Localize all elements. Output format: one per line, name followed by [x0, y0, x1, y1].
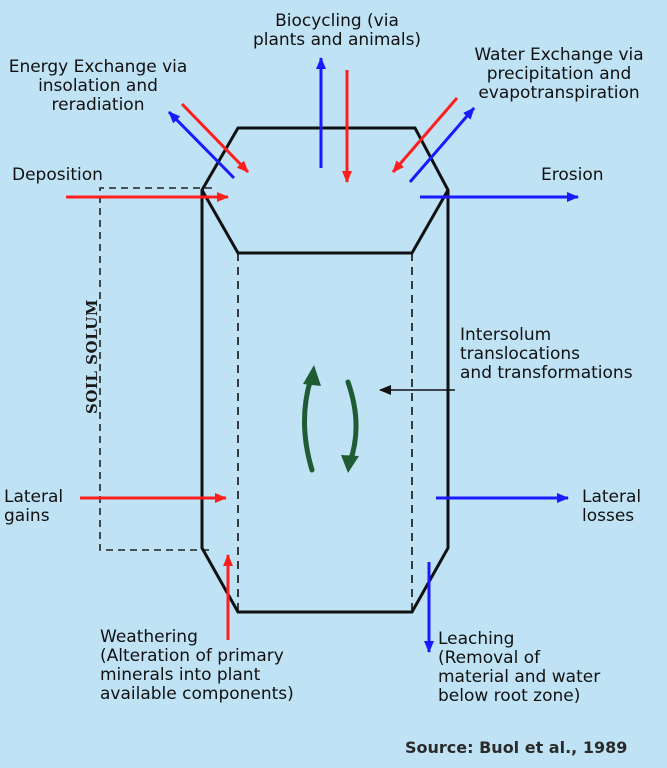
- biocycling-label: Biocycling (via plants and animals): [252, 11, 422, 50]
- pedon-top-face: [200, 189, 450, 255]
- energy-in-arrow: [180, 102, 250, 174]
- pedon-outline: [200, 126, 450, 614]
- energy-out-arrow: [167, 110, 236, 180]
- water-exchange-label: Water Exchange via precipitation and eva…: [474, 45, 644, 103]
- weathering-label: Weathering (Alteration of primary minera…: [100, 627, 294, 704]
- deposition-label: Deposition: [12, 165, 103, 185]
- energy-exchange-label: Energy Exchange via insolation and rerad…: [8, 57, 188, 115]
- lateral-losses-label: Lateral losses: [582, 487, 642, 526]
- source-citation: Source: Buol et al., 1989: [405, 738, 628, 757]
- water-out-arrow: [408, 107, 476, 183]
- lateral-gains-label: Lateral gains: [4, 487, 64, 526]
- intersolum-cycle-icon: [302, 365, 359, 473]
- soil-solum-bracket: [99, 187, 212, 551]
- intersolum-label: Intersolum translocations and transforma…: [460, 325, 633, 383]
- water-in-arrow: [391, 97, 459, 173]
- erosion-label: Erosion: [541, 165, 604, 185]
- soil-solum-label: SOIL SOLUM: [83, 299, 101, 415]
- leaching-label: Leaching (Removal of material and water …: [438, 629, 601, 706]
